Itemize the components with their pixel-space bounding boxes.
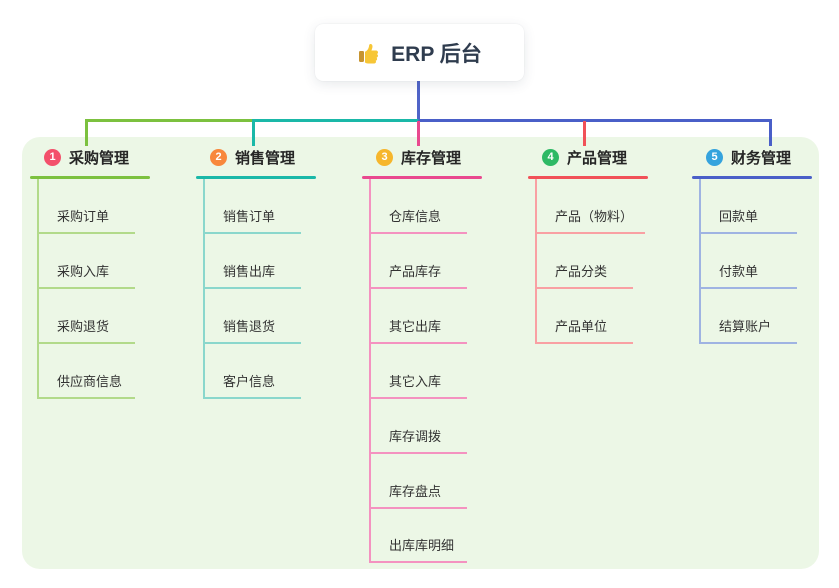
root-node-erp[interactable]: ERP 后台 <box>315 24 524 81</box>
branch-title: 财务管理 <box>731 149 792 167</box>
branch-number-badge: 4 <box>542 148 559 166</box>
branch-title: 产品管理 <box>567 149 628 167</box>
branch-title: 销售管理 <box>235 149 296 167</box>
node-sales-return[interactable]: 销售退货 <box>203 318 301 344</box>
branch1-drop-line <box>85 119 88 146</box>
node-customer-info[interactable]: 客户信息 <box>203 373 301 399</box>
node-sales-outbound[interactable]: 销售出库 <box>203 263 301 289</box>
children-connector-line <box>369 179 371 561</box>
branch-number-badge: 3 <box>376 148 393 166</box>
node-outbound-detail[interactable]: 出库库明细 <box>369 537 467 563</box>
branch-underline <box>196 176 316 179</box>
children-connector-line <box>535 179 537 342</box>
branch-number-badge: 1 <box>44 148 61 166</box>
branch-inventory: 3 库存管理 仓库信息 产品库存 其它出库 其它入库 库存调拨 库存盘点 出库库… <box>362 146 522 563</box>
branch5-drop-line <box>769 119 772 146</box>
node-stock-count[interactable]: 库存盘点 <box>369 483 467 509</box>
bus-line-segment-teal <box>253 119 419 122</box>
branch2-drop-line <box>252 119 255 146</box>
node-receipt-order[interactable]: 回款单 <box>699 208 797 234</box>
root-node-label: ERP 后台 <box>391 42 482 66</box>
node-other-outbound[interactable]: 其它出库 <box>369 318 467 344</box>
node-product-category[interactable]: 产品分类 <box>535 263 633 289</box>
branch-sales: 2 销售管理 销售订单 销售出库 销售退货 客户信息 <box>196 146 356 399</box>
branches-panel <box>22 137 819 569</box>
node-purchase-order[interactable]: 采购订单 <box>37 208 135 234</box>
node-product-stock[interactable]: 产品库存 <box>369 263 467 289</box>
node-other-inbound[interactable]: 其它入库 <box>369 373 467 399</box>
branch3-drop-line <box>417 121 420 146</box>
branch-purchase-node[interactable]: 1 采购管理 <box>30 146 190 168</box>
children-connector-line <box>699 179 701 342</box>
node-payment-order[interactable]: 付款单 <box>699 263 797 289</box>
node-supplier-info[interactable]: 供应商信息 <box>37 373 135 399</box>
bus-line-segment-blue <box>418 119 772 122</box>
branch-finance-node[interactable]: 5 财务管理 <box>692 146 839 168</box>
node-product-unit[interactable]: 产品单位 <box>535 318 633 344</box>
branch-purchase: 1 采购管理 采购订单 采购入库 采购退货 供应商信息 <box>30 146 190 399</box>
node-purchase-return[interactable]: 采购退货 <box>37 318 135 344</box>
thumbs-up-icon <box>357 41 381 65</box>
branch-title: 库存管理 <box>401 149 462 167</box>
branch-underline <box>30 176 150 179</box>
node-settlement-account[interactable]: 结算账户 <box>699 318 797 344</box>
branch-underline <box>692 176 812 179</box>
node-product-material[interactable]: 产品（物料） <box>535 208 646 234</box>
branch-number-badge: 5 <box>706 148 723 166</box>
branch-underline <box>362 176 482 179</box>
node-purchase-inbound[interactable]: 采购入库 <box>37 263 135 289</box>
bus-line-segment-green <box>85 119 254 122</box>
branch-inventory-node[interactable]: 3 库存管理 <box>362 146 522 168</box>
branch-underline <box>528 176 648 179</box>
branch-title: 采购管理 <box>69 149 130 167</box>
node-sales-order[interactable]: 销售订单 <box>203 208 301 234</box>
branch-number-badge: 2 <box>210 148 227 166</box>
branch-sales-node[interactable]: 2 销售管理 <box>196 146 356 168</box>
branch-product: 4 产品管理 产品（物料） 产品分类 产品单位 <box>528 146 688 344</box>
node-stock-transfer[interactable]: 库存调拨 <box>369 428 467 454</box>
branch4-drop-line <box>583 121 586 146</box>
branch-product-node[interactable]: 4 产品管理 <box>528 146 688 168</box>
node-warehouse-info[interactable]: 仓库信息 <box>369 208 467 234</box>
branch-finance: 5 财务管理 回款单 付款单 结算账户 <box>692 146 839 344</box>
root-connector-line <box>417 80 420 120</box>
